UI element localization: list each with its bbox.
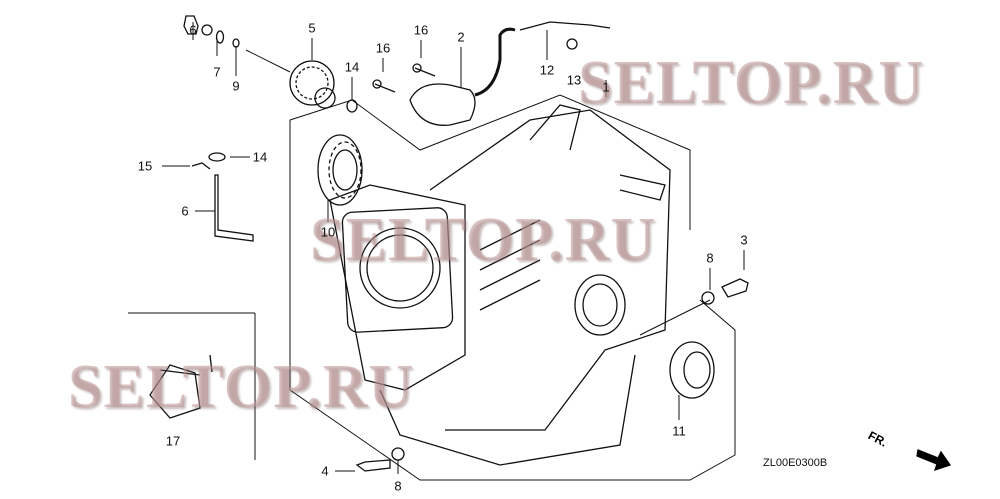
drawing-code: ZL00E0300B bbox=[763, 457, 828, 469]
callout-5: 6 bbox=[181, 203, 189, 219]
callout-16: 16 bbox=[413, 22, 429, 38]
callout-12: 12 bbox=[539, 62, 555, 78]
callout-13: 13 bbox=[566, 72, 582, 88]
callout-10: 10 bbox=[320, 224, 336, 240]
watermark: SELTOP.RU bbox=[310, 206, 657, 274]
leader-lines bbox=[162, 22, 745, 474]
watermark: SELTOP.RU bbox=[68, 353, 415, 421]
assembly-outline bbox=[128, 94, 736, 481]
callout-2: 2 bbox=[457, 29, 465, 45]
front-direction-arrow bbox=[916, 449, 952, 472]
callout-8: 8 bbox=[394, 478, 402, 494]
callout-3: 5 bbox=[308, 20, 316, 36]
callout-4: 6 bbox=[189, 22, 197, 38]
callout-14: 14 bbox=[344, 59, 360, 75]
callout-17: 17 bbox=[165, 433, 181, 449]
callout-6: 4 bbox=[321, 463, 329, 479]
callout-7: 7 bbox=[213, 64, 221, 80]
callout-15: 15 bbox=[137, 158, 153, 174]
callout-1: 1 bbox=[602, 79, 610, 95]
callout-11: 11 bbox=[672, 423, 686, 439]
callout-8: 8 bbox=[706, 250, 714, 266]
small-parts bbox=[149, 15, 749, 472]
callout-16: 16 bbox=[375, 40, 391, 56]
callout-9: 9 bbox=[232, 78, 240, 94]
watermark: SELTOP.RU bbox=[578, 49, 925, 117]
callout-6: 3 bbox=[740, 232, 748, 248]
engine-block bbox=[329, 104, 671, 466]
callout-14: 14 bbox=[252, 149, 268, 165]
